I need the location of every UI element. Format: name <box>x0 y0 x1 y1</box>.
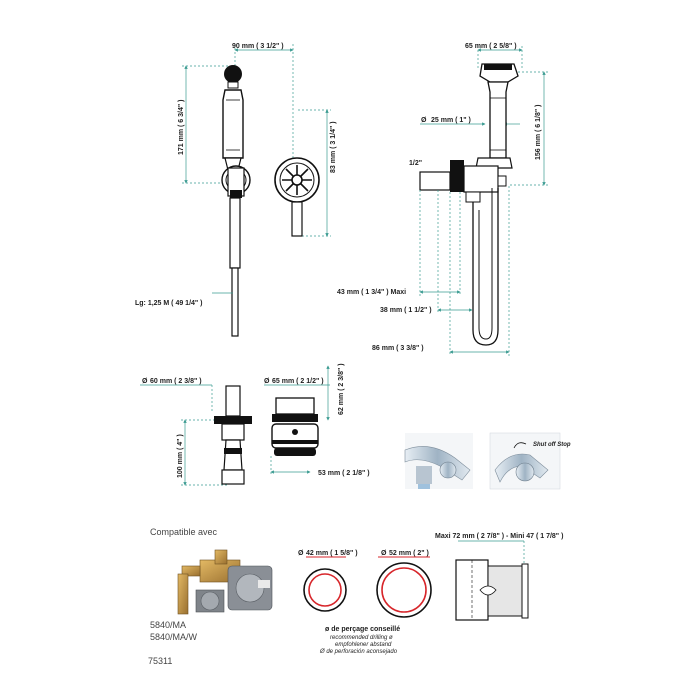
label-shut-off-stop: Shut off Stop <box>533 442 571 448</box>
dim-height-171: 171 mm ( 6 3/4" ) <box>178 100 185 155</box>
detail-photo-left <box>404 433 473 489</box>
drilling-title: ø de perçage conseillé <box>325 626 400 633</box>
dim-depth-53: 53 mm ( 2 1/8" ) <box>318 470 370 477</box>
dim-diam-60: 60 mm ( 2 3/8" ) <box>150 378 202 385</box>
dim-depth-43: 43 mm ( 1 3/4" ) Maxi <box>337 289 406 296</box>
dim-depth-38: 38 mm ( 1 1/2" ) <box>380 307 432 314</box>
drill-42-label: 42 mm ( 1 5/8" ) <box>306 550 358 557</box>
dim-diam-65-symbol: Ø <box>264 378 270 385</box>
side-view: 65 mm ( 2 5/8" ) Ø 25 mm ( 1" ) 156 mm (… <box>337 43 548 356</box>
dim-diam-60-symbol: Ø <box>142 378 148 385</box>
installation-parts: Ø 60 mm ( 2 3/8" ) Ø 65 mm ( 2 1/2" ) 62… <box>140 363 370 486</box>
dim-width-65-top: 65 mm ( 2 5/8" ) <box>465 43 517 50</box>
compatible-section: Compatible avec 5840/MA 5840/MA/W 75311 <box>148 527 273 666</box>
brass-valve-body <box>177 549 273 615</box>
faint-reference: 75311 <box>148 656 172 666</box>
dim-height-62: 62 mm ( 2 3/8" ) <box>338 363 345 415</box>
drill-52-label: 52 mm ( 2" ) <box>389 550 429 557</box>
drilling-en: recommended drilling ø <box>330 635 393 641</box>
detail-photo-right: Shut off Stop <box>489 432 571 490</box>
dim-maxi-mini: Maxi 72 mm ( 2 7/8" ) - Mini 47 ( 1 7/8"… <box>435 533 563 540</box>
drilling-es: Ø de perforación aconsejado <box>319 649 398 655</box>
drilling-de: empfohlener abstand <box>335 642 392 648</box>
dim-height-156: 156 mm ( 6 1/8" ) <box>535 105 542 160</box>
dim-height-83: 83 mm ( 3 1/4" ) <box>330 121 337 173</box>
wall-box-section: Maxi 72 mm ( 2 7/8" ) - Mini 47 ( 1 7/8"… <box>435 533 563 621</box>
dim-depth-86: 86 mm ( 3 3/8" ) <box>372 345 424 352</box>
dim-height-100: 100 mm ( 4" ) <box>177 434 184 478</box>
dim-diam-25-symbol: Ø <box>421 117 427 124</box>
drilling-section: Ø 42 mm ( 1 5/8" ) Ø 52 mm ( 2" ) ø de p… <box>298 550 432 655</box>
dim-thread: 1/2" <box>409 160 422 167</box>
compatible-ref-2: 5840/MA/W <box>150 632 198 642</box>
dim-width-90: 90 mm ( 3 1/2" ) <box>232 43 284 50</box>
compatible-title: Compatible avec <box>150 527 218 537</box>
compatible-ref-1: 5840/MA <box>150 620 186 630</box>
drill-42-symbol: Ø <box>298 550 304 557</box>
dim-diam-65: 65 mm ( 2 1/2" ) <box>272 378 324 385</box>
dim-hose-length: Lg: 1,25 M ( 49 1/4" ) <box>135 300 203 307</box>
dim-diam-25: 25 mm ( 1" ) <box>431 117 471 124</box>
drill-52-symbol: Ø <box>381 550 387 557</box>
front-view: 90 mm ( 3 1/2" ) 171 mm ( 6 3/4" ) 83 mm… <box>135 43 337 337</box>
